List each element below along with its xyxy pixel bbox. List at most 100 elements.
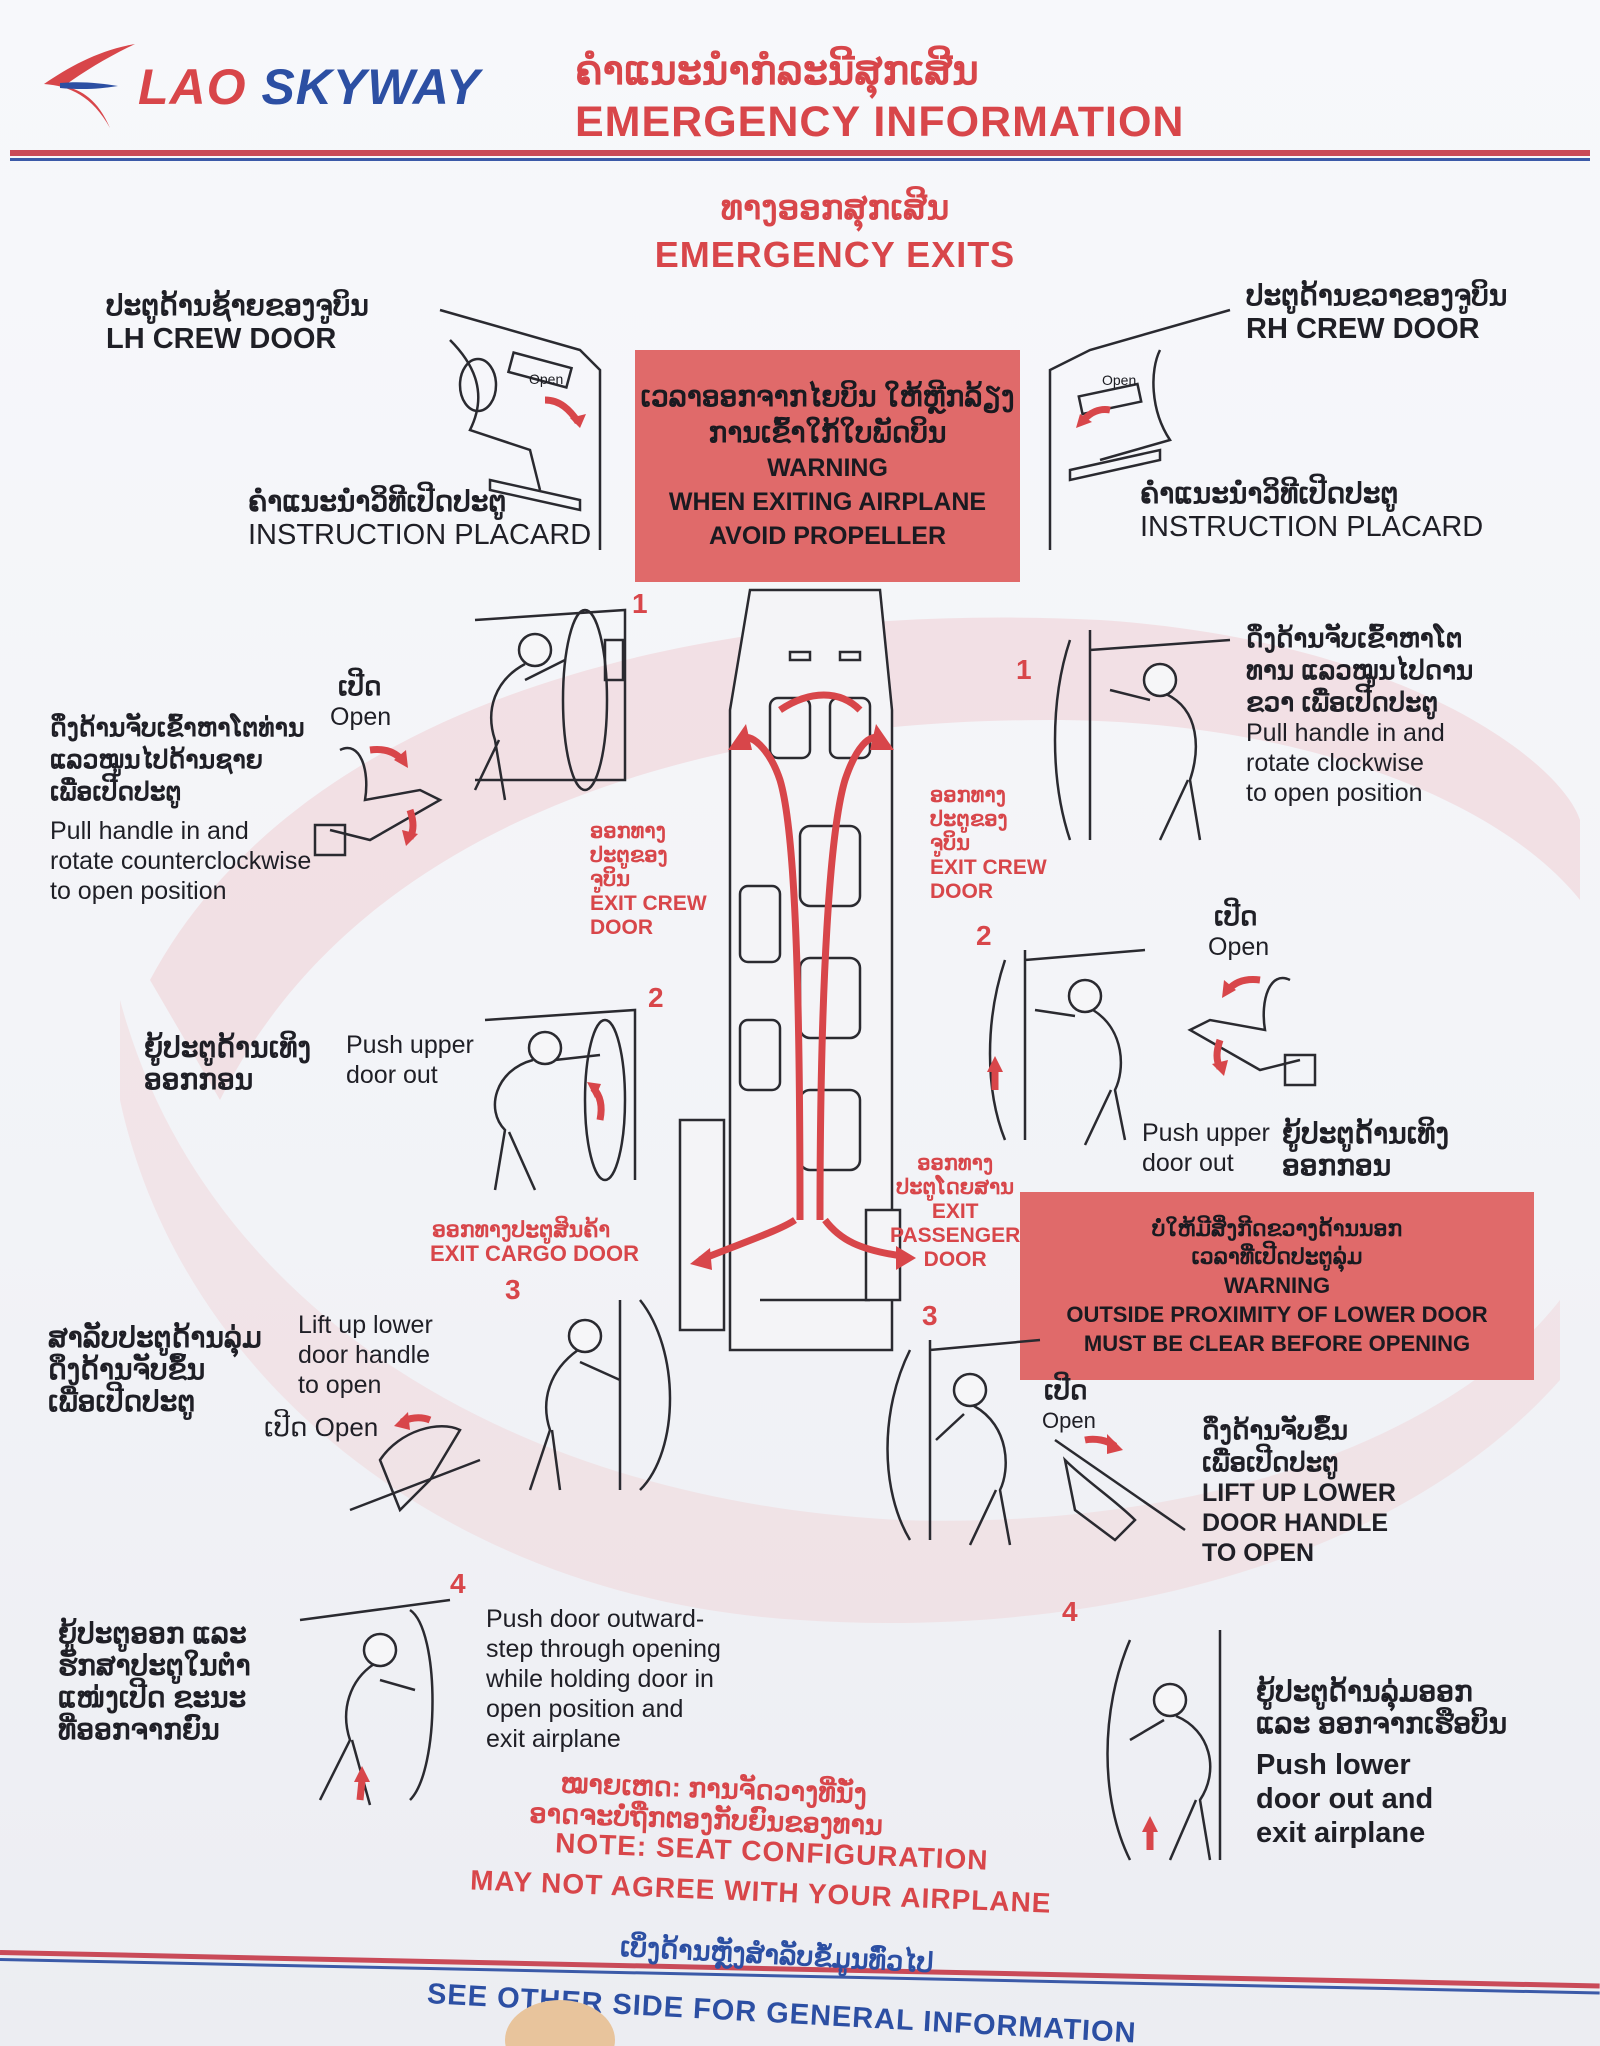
left-step1-open-tag: ເປີດ Open [330,670,391,732]
right-step3-open-tag: ເປີດ Open [1042,1374,1096,1436]
right-step1-en1: Pull handle in and [1246,719,1445,747]
right-step2-open-tag: ເປີດ Open [1208,900,1269,962]
left-step4-number: 4 [450,1568,466,1599]
left-crew-exit-en2: DOOR [590,916,653,939]
right-step1-lao2: ທານ ແລວໝູນໄປດານ [1246,655,1474,685]
left-step3-en1: Lift up lower [298,1311,433,1339]
right-step3-lao2: ເພື່ອເປີດປະຕູ [1202,1447,1339,1477]
right-crew-exit-lao3: ຈູບິນ [930,832,971,855]
left-step3-lao1: ສາລັບປະຕູດ້ານລຸ່ມ [48,1322,262,1353]
right-crew-exit-en1: EXIT CREW [930,856,1047,879]
lh-door-en: LH CREW DOOR [106,323,337,355]
left-step1-text: ດຶງດ້ານຈັບເຂົ້າຫາໂຕທ່ານ ແລວໝູນໄປດ້ານຊາຍ … [50,712,311,906]
left-crew-exit-lao2: ປະຕູຂອງ [590,844,668,867]
left-step1-en1: Pull handle in and [50,817,249,845]
right-step4-person-illustration [1106,1630,1222,1861]
right-step3-handle-illustration [1054,1434,1186,1542]
left-step2-en-text: Push upper door out [346,1030,474,1090]
right-step3-lao1: ດຶງດ້ານຈັບຂຶ້ນ [1202,1415,1348,1445]
cargo-exit-en: EXIT CARGO DOOR [430,1241,640,1266]
lower-door-warning-lao1: ບໍ່ໃຫ້ມີສິ່ງກີດຂວາງດ້ານນອກ [1151,1215,1403,1241]
left-step3-handle-illustration [349,1412,481,1513]
passenger-exit-en1: EXIT [931,1200,979,1223]
right-step2-en1: Push upper [1142,1119,1270,1147]
left-step3-en2: door handle [298,1341,431,1369]
left-crew-exit-en1: EXIT CREW [590,892,707,915]
propeller-warning-line3: AVOID PROPELLER [708,522,947,550]
right-step2-lao2: ອອກກອນ [1282,1150,1392,1181]
right-step1-en2: rotate clockwise [1246,749,1424,777]
lower-door-warning-title: WARNING [1223,1272,1331,1298]
header-title-lao: ຄຳແນະນຳກໍລະນີສຸກເສີນ [575,49,979,93]
left-step1-en3: to open position [50,877,227,905]
left-step2-en1: Push upper [346,1031,474,1059]
left-step2-lao2: ອອກກອນ [144,1064,254,1095]
brand-name: LAO SKYWAY [138,58,480,116]
left-step4-lao3: ແໜ່ງເປີດ ຂະນະ [58,1682,247,1713]
passenger-exit-lao1: ອອກທາງ [917,1152,994,1175]
left-step3-number: 3 [505,1274,521,1305]
right-step2-en2: door out [1142,1149,1234,1177]
header-rule-blue [10,158,1590,161]
rh-door-open-tag: Open [1102,372,1137,388]
left-step4-lao2: ຮັກສາປະຕູໃນຕຳ [58,1650,251,1681]
left-step4-en5: exit airplane [486,1725,621,1753]
right-step4-en1: Push lower [1256,1749,1411,1781]
section-title-lao-text: ທາງອອກສຸກເສີນ [720,189,950,227]
section-title-text: EMERGENCY EXITS [654,234,1016,275]
right-crew-exit-lao2: ປະຕູຂອງ [930,808,1008,831]
left-step3-en-text: Lift up lower door handle to open [298,1310,433,1400]
rh-placard-label: ຄຳແນະນຳວິທີເປີດປະຕູ INSTRUCTION PLACARD [1140,478,1483,544]
brand-lao: LAO [138,59,247,115]
right-step2-lao-text: ຍູ້ປະຕູດ້ານເທິງ ອອກກອນ [1282,1118,1449,1182]
right-step2-person-illustration [987,948,1146,1146]
right-step3-en2: DOOR HANDLE [1202,1509,1389,1537]
cargo-exit-label: ອອກທາງປະຕູສິນຄ້າ EXIT CARGO DOOR [430,1218,639,1266]
right-step1-lao1: ດຶງດ້ານຈັບເຂົ້າຫາໂຕ [1246,623,1463,653]
right-step1-lao3: ຂວາ ເພື່ອເປີດປະຕູ [1246,687,1439,717]
left-step1-handle-illustration [313,746,443,857]
lower-door-warning-box: ບໍ່ໃຫ້ມີສິ່ງກີດຂວາງດ້ານນອກ ເວລາທີ່ເປີດປະ… [1020,1192,1534,1380]
left-step2-number: 2 [648,982,664,1013]
left-step4-en1: Push door outward- [486,1605,705,1633]
left-step4-en2: step through opening [486,1635,721,1663]
passenger-exit-en3: DOOR [923,1248,987,1271]
left-crew-exit-label: ອອກທາງ ປະຕູຂອງ ຈູບິນ EXIT CREW DOOR [590,820,707,940]
right-step3-open-en: Open [1042,1408,1096,1433]
section-title-lao: ທາງອອກສຸກເສີນ [0,188,1600,228]
right-step1-number: 1 [1016,654,1032,685]
passenger-exit-lao2: ປະຕູໂດຍສານ [896,1176,1015,1199]
left-step2-en2: door out [346,1061,438,1089]
right-step3-text: ດຶງດ້ານຈັບຂຶ້ນ ເພື່ອເປີດປະຕູ LIFT UP LOW… [1202,1414,1396,1568]
left-step3-en3: to open [298,1371,382,1399]
left-step1-lao1: ດຶງດ້ານຈັບເຂົ້າຫາໂຕທ່ານ [50,714,305,742]
lh-door-lao: ປະຕູດ້ານຊ້າຍຂອງຈູບິນ [106,290,369,321]
right-step2-handle-illustration [1187,976,1317,1087]
right-step3-open-lao: ເປີດ [1044,1375,1088,1405]
left-step2-lao-text: ຍູ້ປະຕູດ້ານເທິງ ອອກກອນ [144,1032,311,1096]
propeller-warning-lao1: ເວລາອອກຈາກໄຍບິນ ໃຫ້ຫຼີກລ້ຽງ [640,381,1015,412]
bird-logo-icon [44,44,135,128]
lh-placard-lao: ຄຳແນະນຳວິທີເປີດປະຕູ [248,486,507,517]
propeller-warning-title: WARNING [767,454,888,482]
section-title: EMERGENCY EXITS [0,234,1600,276]
right-step4-en3: exit airplane [1256,1817,1426,1849]
right-step4-number: 4 [1062,1596,1078,1627]
left-step2-lao1: ຍູ້ປະຕູດ້ານເທິງ [144,1032,312,1063]
left-step1-person-illustration [473,608,627,801]
right-step2-open-en: Open [1208,933,1270,961]
left-step3-lao2: ດຶງດ້ານຈັບຂຶ້ນ [48,1354,206,1385]
left-step4-lao-text: ຍູ້ປະຕູອອກ ແລະ ຮັກສາປະຕູໃນຕຳ ແໜ່ງເປີດ ຂະ… [58,1618,251,1746]
rh-crew-door-label: ປະຕູດ້ານຂວາຂອງຈູບິນ RH CREW DOOR [1246,280,1507,346]
right-step4-text: ຍູ້ປະຕູດ້ານລຸ່ມອອກ ແລະ ອອກຈາກເຮືອບິນ Pus… [1256,1676,1507,1850]
rh-placard-en: INSTRUCTION PLACARD [1140,511,1484,543]
right-crew-exit-en2: DOOR [930,880,993,903]
left-step1-open-en: Open [330,703,392,731]
right-step3-en3: TO OPEN [1202,1539,1315,1567]
right-step1-text: ດຶງດ້ານຈັບເຂົ້າຫາໂຕ ທານ ແລວໝູນໄປດານ ຂວາ … [1246,622,1473,808]
left-step3-person-illustration [528,1299,672,1491]
header-title: EMERGENCY INFORMATION [575,98,1185,146]
propeller-warning-box: ເວລາອອກຈາກໄຍບິນ ໃຫ້ຫຼີກລ້ຽງ ການເຂົ້າໃກ້ໃ… [635,350,1020,582]
lh-door-open-tag: Open [529,371,564,387]
left-step4-lao1: ຍູ້ປະຕູອອກ ແລະ [58,1618,247,1649]
